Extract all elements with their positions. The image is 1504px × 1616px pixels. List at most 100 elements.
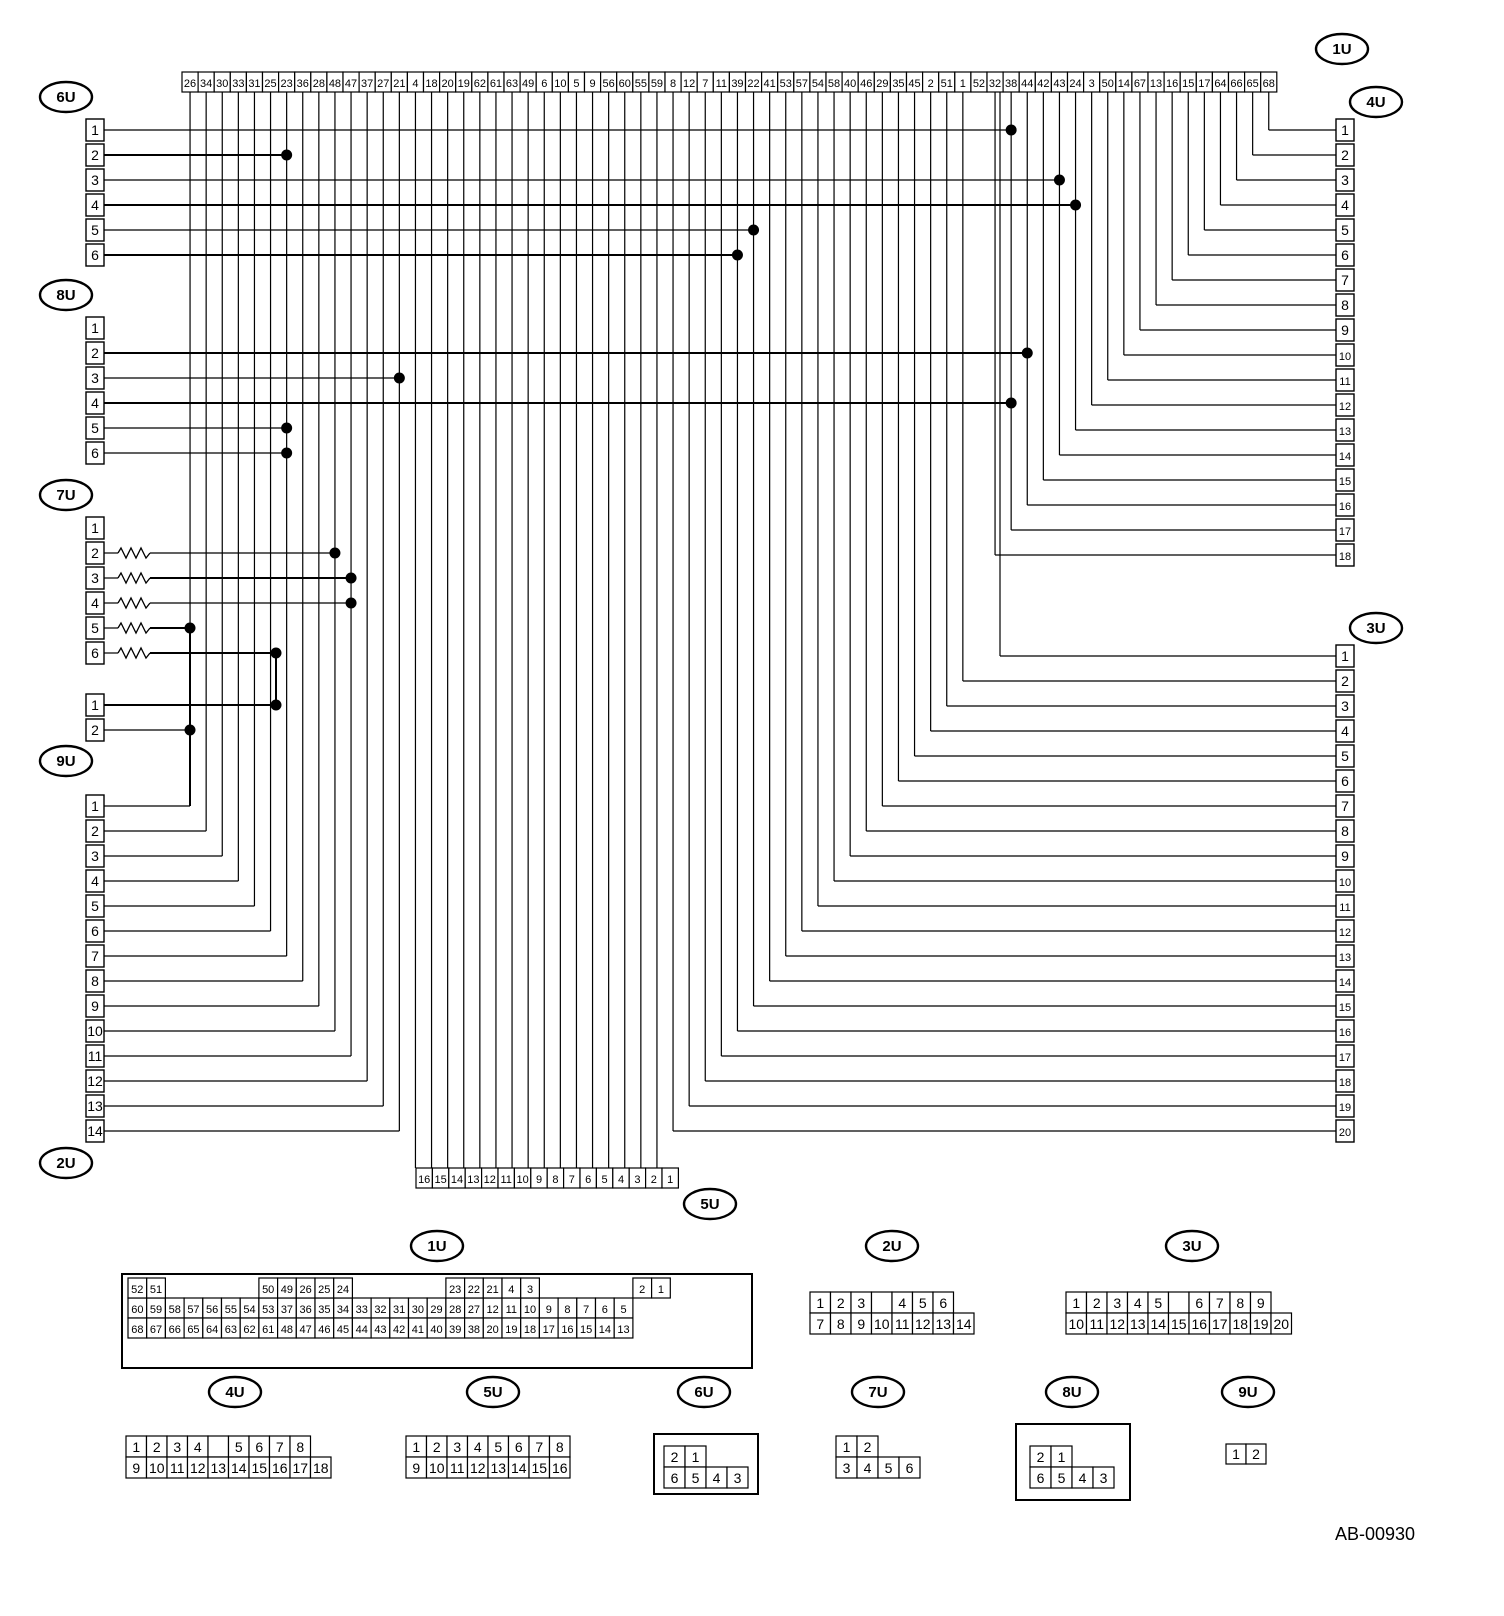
pin-number-3U: 5 (1341, 748, 1349, 764)
face-7U-label: 7U (868, 1384, 887, 1401)
face-pin-2U: 3 (857, 1295, 865, 1311)
face-pin-1U: 66 (169, 1324, 181, 1336)
pin-box-2U (85, 869, 105, 893)
face-pin-1U: 6 (602, 1304, 608, 1316)
face-pin-6U: 4 (713, 1470, 721, 1486)
face-pin-6U: 5 (692, 1470, 700, 1486)
face-4U-badge (207, 1375, 263, 1409)
splice-dot (1005, 124, 1017, 136)
face-pin-4U: 16 (272, 1460, 288, 1476)
face-pin-1U: 8 (564, 1304, 570, 1316)
face-pin-1U: 44 (356, 1324, 368, 1336)
pin-number-4U: 10 (1339, 351, 1351, 363)
face-pin-1U: 52 (131, 1284, 143, 1296)
face-pin-5U: 14 (511, 1460, 527, 1476)
pin-box-3U (1335, 694, 1355, 718)
face-pin-1U: 47 (300, 1324, 312, 1336)
face-cell-5U (548, 1456, 571, 1479)
splice-dot (393, 372, 405, 384)
connector-1U-label: 1U (1332, 41, 1351, 58)
face-pin-1U: 2 (639, 1284, 645, 1296)
pin-box-3U (1335, 744, 1355, 768)
pin-box-3U (1335, 994, 1355, 1018)
connector-8U-badge (38, 278, 94, 312)
pin-box-4U (1335, 193, 1355, 217)
face-pin-3U: 1 (1072, 1295, 1080, 1311)
pin-box-6U (85, 218, 105, 242)
pin-number-5U: 1 (667, 1174, 673, 1186)
face-pin-1U: 34 (337, 1304, 349, 1316)
pin-number-1U: 38 (1005, 78, 1017, 90)
face-5U-badge (465, 1375, 521, 1409)
face-pin-5U: 2 (433, 1439, 441, 1455)
pin-number-1U: 30 (216, 78, 228, 90)
splice-dot (1005, 397, 1017, 409)
face-pin-4U: 2 (153, 1439, 161, 1455)
pin-box-2U (85, 1094, 105, 1118)
pin-box-4U (1335, 218, 1355, 242)
pin-number-6U: 1 (91, 122, 99, 138)
face-pin-1U: 29 (430, 1304, 442, 1316)
pin-box-4U (1335, 368, 1355, 392)
face-pin-6U: 1 (692, 1449, 700, 1465)
pin-number-2U: 10 (87, 1023, 103, 1039)
face-pin-1U: 55 (225, 1304, 237, 1316)
face-pin-1U: 18 (524, 1324, 536, 1336)
face-pin-5U: 3 (453, 1439, 461, 1455)
pin-box-6U (85, 168, 105, 192)
pin-box-4U (1335, 443, 1355, 467)
splice-dot (1070, 199, 1082, 211)
face-pin-1U: 19 (505, 1324, 517, 1336)
face-cell-3U (1270, 1312, 1293, 1335)
pin-box-2U (85, 1069, 105, 1093)
pin-box-7U (85, 641, 105, 665)
resistor-symbol (117, 646, 151, 660)
face-cell-1U (333, 1277, 354, 1299)
pin-box-2U (85, 1044, 105, 1068)
face-pin-1U: 4 (508, 1284, 514, 1296)
pin-number-4U: 16 (1339, 501, 1351, 513)
face-pin-1U: 21 (486, 1284, 498, 1296)
pin-number-7U: 6 (91, 645, 99, 661)
face-pin-1U: 39 (449, 1324, 461, 1336)
pin-number-5U: 6 (585, 1174, 591, 1186)
pin-box-4U (1335, 268, 1355, 292)
pin-number-1U: 27 (377, 78, 389, 90)
pin-number-3U: 7 (1341, 798, 1349, 814)
pin-number-4U: 15 (1339, 476, 1351, 488)
connector-1U-badge (1314, 32, 1370, 66)
face-pin-7U: 4 (864, 1460, 872, 1476)
pin-number-1U: 35 (892, 78, 904, 90)
face-pin-1U: 33 (356, 1304, 368, 1316)
pin-number-2U: 1 (91, 798, 99, 814)
pin-number-3U: 12 (1339, 927, 1351, 939)
face-pin-4U: 10 (149, 1460, 165, 1476)
face-6U-label: 6U (694, 1384, 713, 1401)
face-pin-1U: 48 (281, 1324, 293, 1336)
pin-box-2U (85, 794, 105, 818)
pin-box-7U (85, 616, 105, 640)
connector-3U-badge (1348, 611, 1404, 645)
face-pin-1U: 42 (393, 1324, 405, 1336)
pin-number-1U: 48 (329, 78, 341, 90)
wire-layer (104, 92, 1336, 1168)
face-pin-6U: 6 (671, 1470, 679, 1486)
resistor-symbol (117, 596, 151, 610)
pin-number-3U: 20 (1339, 1127, 1351, 1139)
face-pin-1U: 60 (131, 1304, 143, 1316)
face-pin-1U: 58 (169, 1304, 181, 1316)
pin-number-3U: 14 (1339, 977, 1351, 989)
pin-number-1U: 19 (458, 78, 470, 90)
face-pin-1U: 59 (150, 1304, 162, 1316)
pin-number-1U: 56 (603, 78, 615, 90)
pin-number-1U: 68 (1263, 78, 1275, 90)
pin-number-1U: 14 (1118, 78, 1130, 90)
pin-number-1U: 53 (780, 78, 792, 90)
face-pin-4U: 13 (210, 1460, 226, 1476)
pin-number-3U: 15 (1339, 1002, 1351, 1014)
pin-box-7U (85, 566, 105, 590)
face-pin-6U: 3 (734, 1470, 742, 1486)
pin-number-7U: 1 (91, 520, 99, 536)
pin-box-2U (85, 894, 105, 918)
pin-number-1U: 44 (1021, 78, 1033, 90)
